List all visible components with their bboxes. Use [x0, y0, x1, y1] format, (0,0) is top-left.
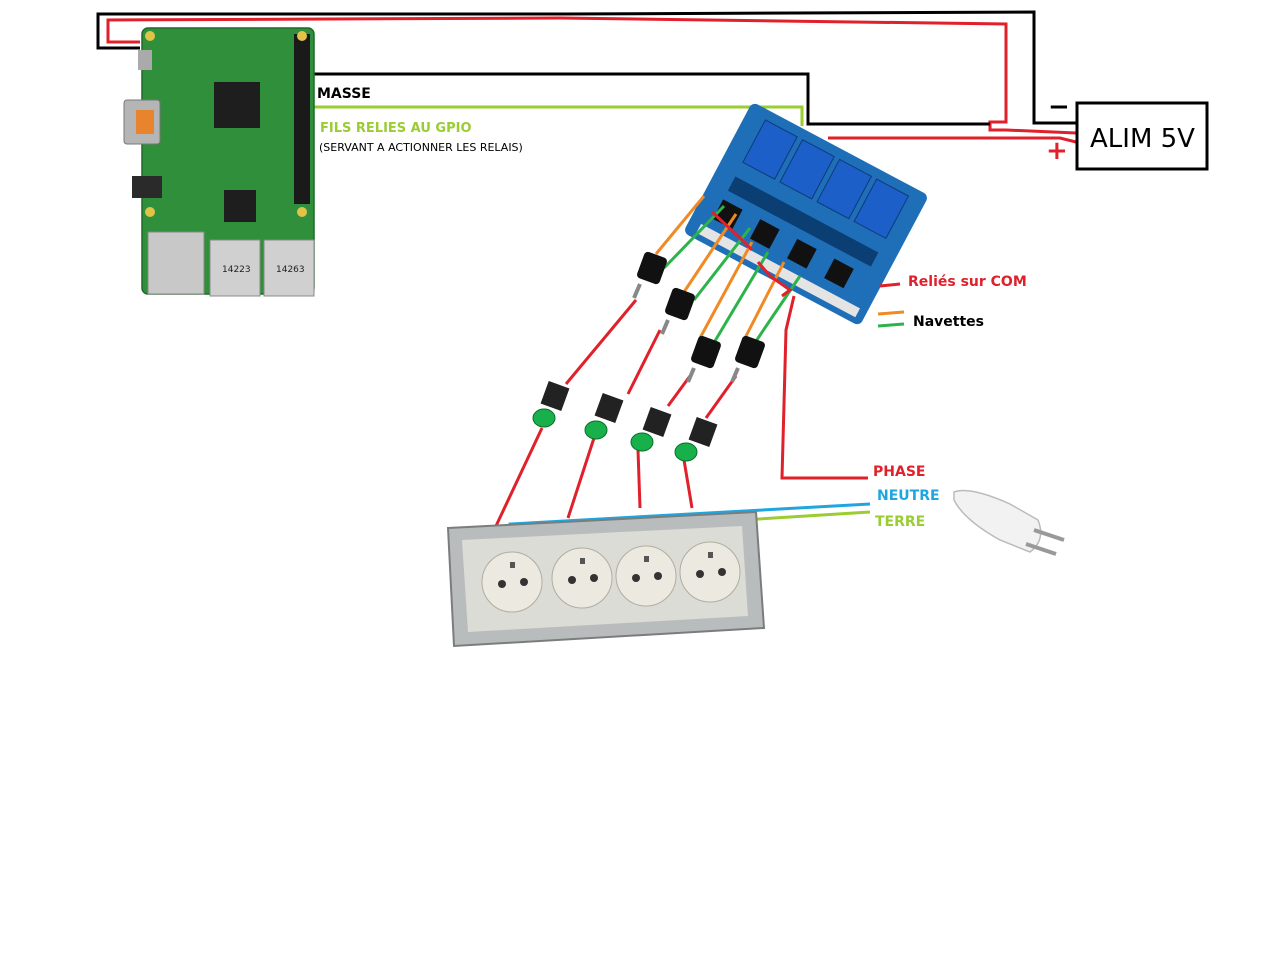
socket-wire-2 — [566, 437, 596, 519]
masse-label: MASSE — [317, 86, 371, 102]
push-button-4 — [674, 416, 718, 462]
toggle-switches — [632, 251, 765, 383]
socket-wire-1 — [494, 427, 544, 527]
toggle-switch-4 — [730, 335, 765, 383]
audio-jack — [132, 176, 162, 198]
lamp-wire-2 — [626, 329, 662, 395]
socket-strip — [446, 510, 766, 648]
gpio-wires-label: FILS RELIES AU GPIO — [320, 121, 472, 136]
navette-orange-4 — [742, 261, 786, 341]
relay-4 — [853, 178, 910, 240]
push-button-2 — [584, 392, 624, 440]
usb-right-marking: 14263 — [276, 265, 305, 275]
ethernet-port — [147, 231, 205, 295]
plus-terminal-label: + — [1046, 136, 1068, 166]
raspberry-pi-board: 14223 14263 — [123, 27, 315, 297]
phase-wire — [780, 295, 868, 480]
com-wire-2 — [756, 261, 793, 298]
relay-board — [685, 103, 927, 325]
phase-label: PHASE — [873, 464, 926, 480]
usb-port-left — [209, 239, 261, 297]
toggle-switch-2 — [660, 287, 695, 335]
masse-wire — [312, 72, 990, 126]
relay-3 — [816, 158, 873, 220]
gpio-header — [294, 34, 310, 204]
power-supply-box — [1075, 101, 1209, 171]
relay-2 — [779, 138, 835, 200]
navette-green-4 — [748, 275, 802, 351]
lamp-wire-1 — [564, 299, 638, 385]
toggle-switch-1 — [632, 251, 667, 299]
push-button-3 — [630, 406, 672, 452]
soc-chip — [214, 82, 260, 128]
legend-navette-orange — [877, 310, 905, 316]
socket-2 — [551, 547, 613, 609]
socket-4 — [679, 541, 741, 603]
power-supply-label: ALIM 5V — [1090, 124, 1195, 154]
push-buttons — [532, 380, 718, 462]
lamp-wire-4 — [704, 375, 738, 419]
legend-com-swatch — [879, 282, 901, 288]
navette-green-1 — [662, 204, 726, 270]
power-wires — [96, 10, 1077, 144]
switch-wires — [494, 195, 868, 527]
legend — [877, 282, 905, 328]
socket-wire-3 — [636, 449, 642, 509]
toggle-switch-3 — [686, 335, 721, 383]
legend-navettes-label: Navettes — [913, 314, 984, 330]
minus-terminal-label: − — [1048, 92, 1070, 122]
usb-port-right — [263, 239, 315, 297]
socket-1 — [481, 551, 543, 613]
socket-3 — [615, 545, 677, 607]
push-button-1 — [532, 380, 570, 428]
relay-1 — [742, 119, 798, 180]
red-power-wire — [106, 16, 1077, 135]
black-power-wire — [96, 10, 1076, 125]
gpio-wire — [312, 105, 804, 126]
navette-orange-3 — [698, 241, 754, 339]
com-wire-1 — [710, 210, 754, 252]
legend-navette-green — [877, 322, 905, 328]
mains-plug — [953, 489, 1065, 556]
relay-power-wire — [828, 136, 1077, 144]
socket-wire-4 — [682, 459, 694, 509]
neutre-label: NEUTRE — [877, 488, 940, 504]
gpio-wires-sublabel: (SERVANT A ACTIONNER LES RELAIS) — [319, 141, 523, 154]
usb-left-marking: 14223 — [222, 265, 251, 275]
navette-green-3 — [710, 251, 770, 347]
terre-label: TERRE — [875, 514, 926, 530]
legend-com-label: Reliés sur COM — [908, 274, 1027, 290]
navette-orange-1 — [654, 195, 706, 255]
